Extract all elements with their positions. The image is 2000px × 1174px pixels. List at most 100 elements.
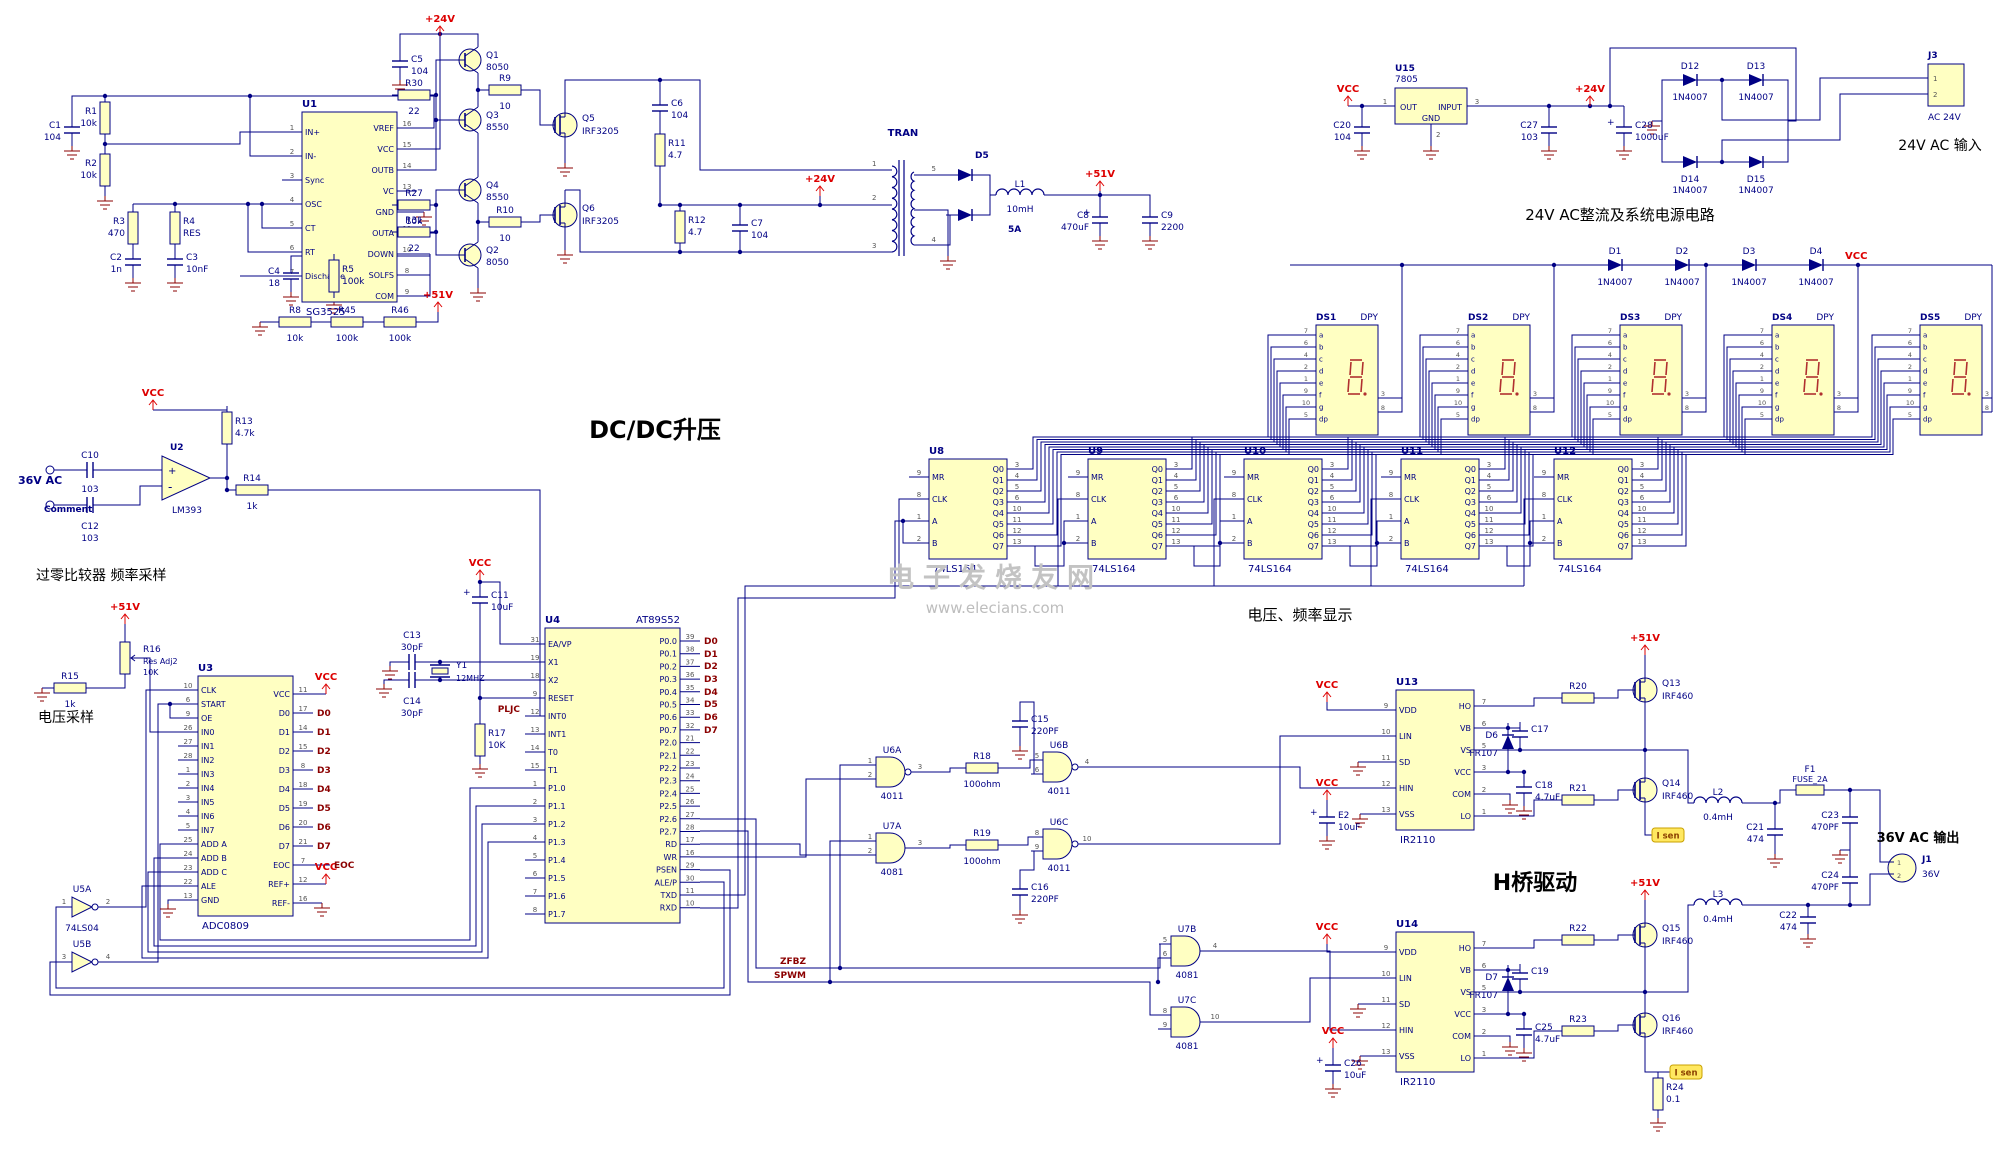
svg-text:P2.2: P2.2: [659, 764, 677, 773]
svg-text:g: g: [1471, 404, 1475, 412]
wire: [1213, 498, 1224, 586]
svg-text:13: 13: [1382, 806, 1391, 814]
svg-text:13: 13: [1485, 538, 1494, 546]
svg-text:13: 13: [1638, 538, 1647, 546]
svg-text:4: 4: [1213, 942, 1218, 950]
segment-bus-wire: [1342, 406, 1600, 536]
segment-bus-wire: [1652, 334, 1900, 470]
svg-text:11: 11: [1485, 516, 1494, 524]
svg-text:15: 15: [403, 141, 412, 149]
svg-text:74LS164: 74LS164: [1558, 564, 1602, 575]
svg-text:2: 2: [1232, 535, 1236, 543]
svg-text:R22: R22: [1569, 924, 1587, 934]
svg-text:A: A: [932, 517, 938, 526]
wire: [383, 679, 400, 684]
svg-text:U6A: U6A: [883, 746, 902, 756]
svg-text:Q4: Q4: [1465, 509, 1476, 518]
svg-text:17: 17: [299, 705, 308, 713]
svg-text:3: 3: [186, 794, 190, 802]
svg-text:D15: D15: [1747, 175, 1765, 185]
isen-label: I sen: [1651, 827, 1685, 843]
svg-text:Q2: Q2: [486, 246, 499, 256]
svg-text:b: b: [1319, 344, 1324, 352]
svg-text:10: 10: [1606, 399, 1614, 407]
svg-text:IN2: IN2: [201, 756, 214, 765]
svg-text:Q3: Q3: [993, 498, 1004, 507]
svg-text:e: e: [1471, 380, 1475, 388]
svg-text:10: 10: [184, 682, 193, 690]
svg-text:OUT: OUT: [1400, 103, 1417, 112]
ground-symbol: [34, 688, 50, 702]
svg-text:dp: dp: [1319, 416, 1328, 424]
svg-text:8: 8: [405, 267, 409, 275]
junction-dot: [657, 77, 663, 83]
svg-text:f: f: [1923, 392, 1926, 400]
ground-symbol: [1352, 1056, 1368, 1070]
svg-text:5: 5: [1908, 411, 1912, 419]
wire: [527, 214, 545, 223]
svg-text:U5A: U5A: [73, 885, 92, 895]
wire: [1229, 950, 1376, 1031]
svg-text:D6: D6: [1485, 731, 1498, 741]
svg-text:DPY: DPY: [1360, 313, 1378, 323]
svg-text:-: -: [168, 480, 172, 494]
svg-text:D7: D7: [1485, 973, 1498, 983]
wires: [42, 33, 1993, 1118]
svg-text:COM: COM: [1452, 1032, 1471, 1041]
svg-text:18: 18: [299, 781, 308, 789]
svg-text:OE: OE: [201, 714, 212, 723]
svg-text:J1: J1: [1921, 855, 1932, 865]
svg-text:Q6: Q6: [582, 204, 595, 214]
svg-text:TRAN: TRAN: [888, 128, 919, 139]
svg-text:C7: C7: [751, 219, 763, 229]
svg-text:22: 22: [686, 747, 695, 755]
svg-text:Q5: Q5: [582, 114, 595, 124]
svg-text:ADD A: ADD A: [201, 840, 227, 849]
svg-text:Q0: Q0: [1308, 465, 1319, 474]
svg-text:dp: dp: [1775, 416, 1784, 424]
svg-text:3: 3: [1985, 390, 1989, 398]
svg-text:Q7: Q7: [1152, 542, 1163, 551]
svg-text:8550: 8550: [486, 193, 509, 203]
svg-text:10: 10: [499, 234, 511, 244]
segment-bus-wire: [1342, 346, 1600, 481]
ground-symbol: [1800, 934, 1816, 948]
svg-text:1N4007: 1N4007: [1597, 278, 1632, 288]
svg-text:R1: R1: [85, 107, 97, 117]
svg-text:LO: LO: [1461, 812, 1471, 821]
svg-text:d: d: [1775, 368, 1779, 376]
svg-text:C6: C6: [671, 99, 683, 109]
svg-text:8: 8: [301, 762, 305, 770]
svg-text:CLK: CLK: [1247, 495, 1263, 504]
svg-text:104: 104: [671, 111, 688, 121]
svg-text:D7: D7: [279, 842, 290, 851]
svg-text:23: 23: [686, 760, 695, 768]
junction-dot: [1517, 747, 1523, 753]
ground-symbol: [125, 278, 141, 292]
svg-text:C1: C1: [49, 121, 61, 131]
svg-text:9: 9: [1304, 387, 1308, 395]
svg-text:8: 8: [917, 491, 921, 499]
ground-symbol: [283, 292, 299, 306]
svg-text:Q4: Q4: [993, 509, 1004, 518]
svg-text:10: 10: [403, 246, 412, 254]
wire: [1508, 1013, 1525, 1020]
power-symbol: VCC: [315, 862, 337, 884]
svg-text:6: 6: [186, 696, 191, 704]
svg-text:Q14: Q14: [1662, 779, 1681, 789]
svg-text:5: 5: [1163, 936, 1167, 944]
svg-text:REF+: REF+: [268, 880, 290, 889]
svg-text:PLJC: PLJC: [498, 705, 521, 715]
svg-text:6: 6: [1482, 962, 1487, 970]
svg-text:Q7: Q7: [1308, 542, 1319, 551]
svg-text:16: 16: [299, 895, 308, 903]
power-symbol: +51V: [1630, 878, 1660, 900]
svg-text:U9: U9: [1088, 446, 1103, 457]
